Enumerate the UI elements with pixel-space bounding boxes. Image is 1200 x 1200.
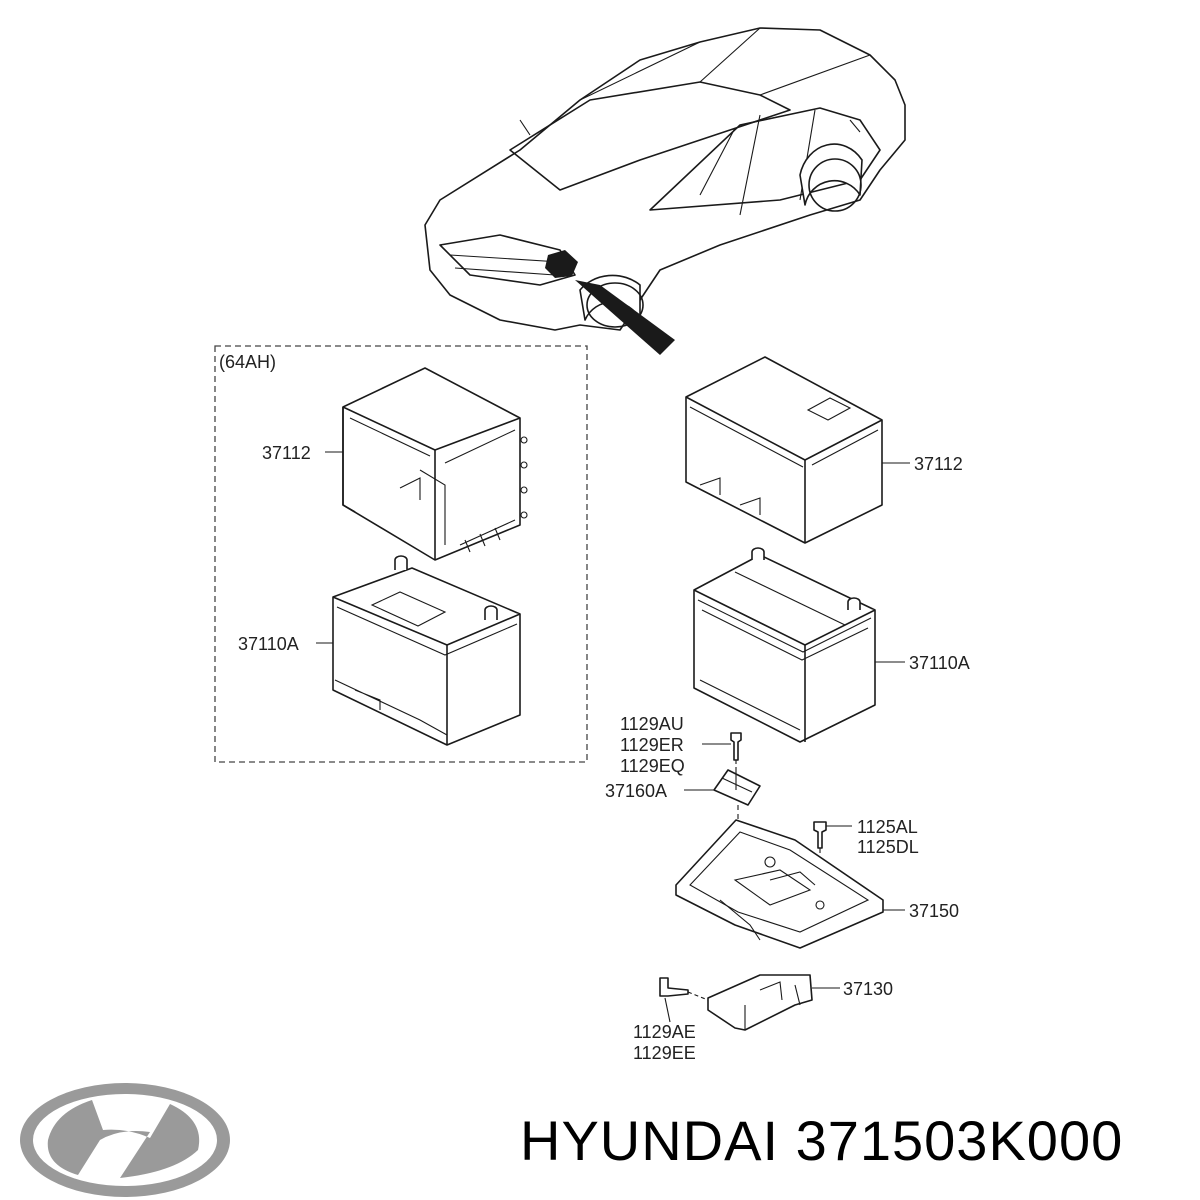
label-right-battery: 37110A [909, 653, 970, 673]
hyundai-logo [20, 1083, 230, 1197]
label-bolt-bottom-2: 1129EE [633, 1043, 696, 1063]
car-illustration [424, 27, 906, 355]
brand-part-number: HYUNDAI 371503K000 [520, 1109, 1124, 1172]
right-bolt [813, 821, 827, 900]
battery-tray [675, 819, 884, 949]
tray-bracket [659, 974, 813, 1031]
left-battery [332, 555, 521, 746]
right-battery-cover [685, 356, 883, 544]
label-bolt-top-1: 1129AU [620, 714, 684, 734]
right-battery [693, 547, 876, 743]
label-kit-title: (64AH) [219, 352, 276, 372]
label-bolt-top-3: 1129EQ [620, 756, 685, 776]
kit-dashed-box [214, 345, 588, 763]
label-clamp: 37160A [605, 781, 667, 801]
label-bracket: 37130 [843, 979, 893, 999]
label-tray: 37150 [909, 901, 959, 921]
label-bolt-right-2: 1125DL [857, 837, 919, 857]
left-battery-cover [342, 367, 528, 561]
label-bolt-right-1: 1125AL [857, 817, 918, 837]
label-right-cover: 37112 [914, 454, 963, 474]
label-left-cover: 37112 [262, 443, 311, 463]
label-left-battery: 37110A [238, 634, 299, 654]
leader-lines [316, 451, 910, 1023]
label-bolt-bottom-1: 1129AE [633, 1022, 696, 1042]
label-bolt-top-2: 1129ER [620, 735, 684, 755]
clamp-and-bolt [713, 732, 761, 900]
